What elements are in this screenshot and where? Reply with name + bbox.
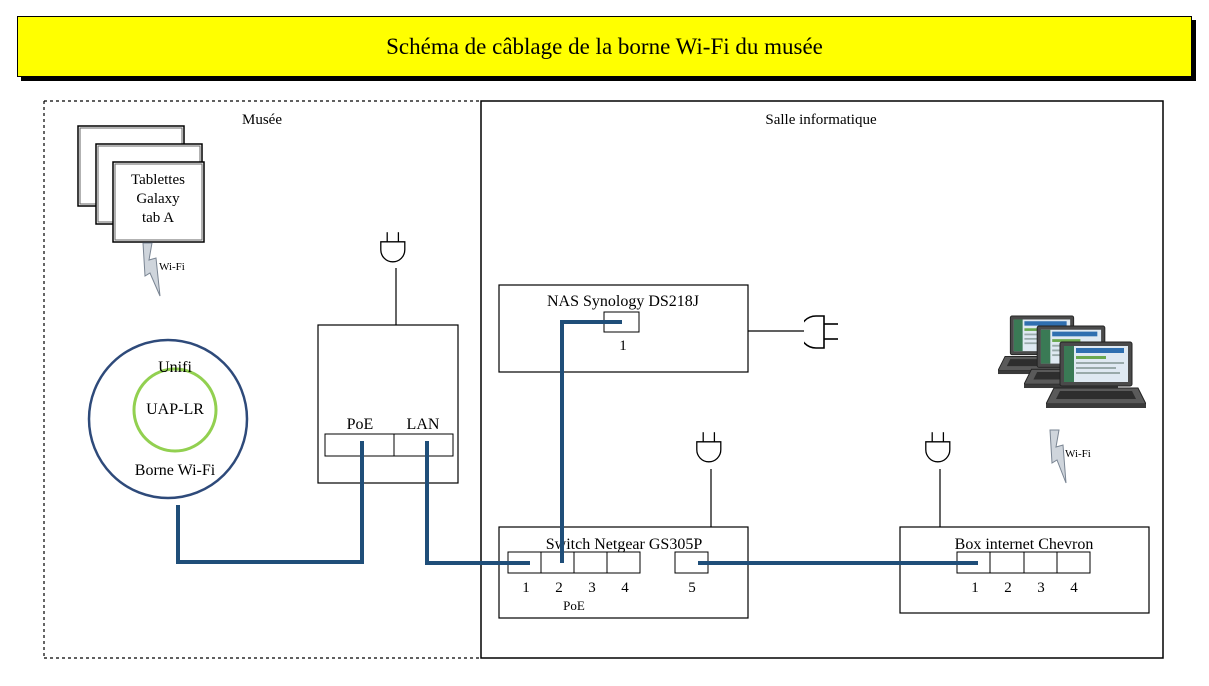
cable-borne-to-poe — [176, 441, 364, 564]
switch-netgear: Switch Netgear GS305P 1 2 3 4 PoE 5 — [498, 431, 749, 619]
switch-name: Switch Netgear GS305P — [546, 536, 703, 553]
lightning-icon — [1049, 429, 1067, 484]
nas-synology: NAS Synology DS218J 1 — [498, 284, 839, 373]
zone-salle-label: Salle informatique — [765, 112, 877, 128]
box-internet: Box internet Chevron 1 2 3 4 — [899, 431, 1150, 614]
zone-musee: Musée — [43, 100, 481, 659]
nas-name: NAS Synology DS218J — [547, 293, 699, 310]
diagram-title: Schéma de câblage de la borne Wi-Fi du m… — [17, 16, 1192, 77]
borne-inner-ring — [132, 367, 218, 453]
tablets-label-3: tab A — [142, 210, 174, 226]
tablets-group: Tablettes Galaxy tab A — [77, 125, 205, 243]
nas-power-plug-icon — [804, 315, 839, 349]
borne-wifi: Unifi UAP-LR Borne Wi-Fi — [87, 338, 249, 500]
laptop-icon — [1046, 341, 1146, 409]
switch-port-3: 3 — [588, 580, 596, 596]
box-port-2: 2 — [1004, 580, 1012, 596]
borne-outer-ring — [87, 338, 249, 500]
tablet-card — [112, 161, 205, 243]
laptops-group — [998, 315, 1146, 409]
borne-brand: Unifi — [158, 359, 192, 376]
switch-port-1: 1 — [522, 580, 530, 596]
box-port-3: 3 — [1037, 580, 1045, 596]
cable-lan-to-switch — [425, 441, 530, 565]
zone-musee-label: Musée — [242, 112, 282, 128]
switch-port-5: 5 — [688, 580, 696, 596]
laptops-wifi: Wi-Fi — [1049, 429, 1091, 484]
tablets-label-1: Tablettes — [131, 172, 185, 188]
switch-poe-label: PoE — [563, 598, 585, 613]
tablets-label-2: Galaxy — [136, 191, 180, 207]
box-port-4: 4 — [1070, 580, 1078, 596]
switch-port-4: 4 — [621, 580, 629, 596]
box-power-plug-icon — [925, 431, 951, 463]
tablets-wifi: Wi-Fi — [142, 242, 185, 297]
box-name: Box internet Chevron — [955, 536, 1094, 553]
injector-lan-label: LAN — [407, 416, 440, 433]
zone-salle-informatique: Salle informatique — [480, 100, 1164, 659]
borne-name: Borne Wi-Fi — [135, 462, 216, 479]
poe-injector: PoE LAN — [317, 232, 459, 484]
power-plug-icon — [380, 232, 406, 263]
nas-port-label: 1 — [619, 338, 627, 354]
cables — [176, 320, 978, 565]
laptops-wifi-label: Wi-Fi — [1065, 448, 1091, 460]
lightning-icon — [142, 242, 161, 297]
injector-poe-label: PoE — [347, 416, 374, 433]
switch-port-2: 2 — [555, 580, 563, 596]
borne-model: UAP-LR — [146, 401, 204, 418]
cable-switch-to-nas — [560, 320, 622, 563]
switch-power-plug-icon — [696, 431, 722, 463]
tablets-wifi-label: Wi-Fi — [159, 261, 185, 273]
box-port-1: 1 — [971, 580, 979, 596]
